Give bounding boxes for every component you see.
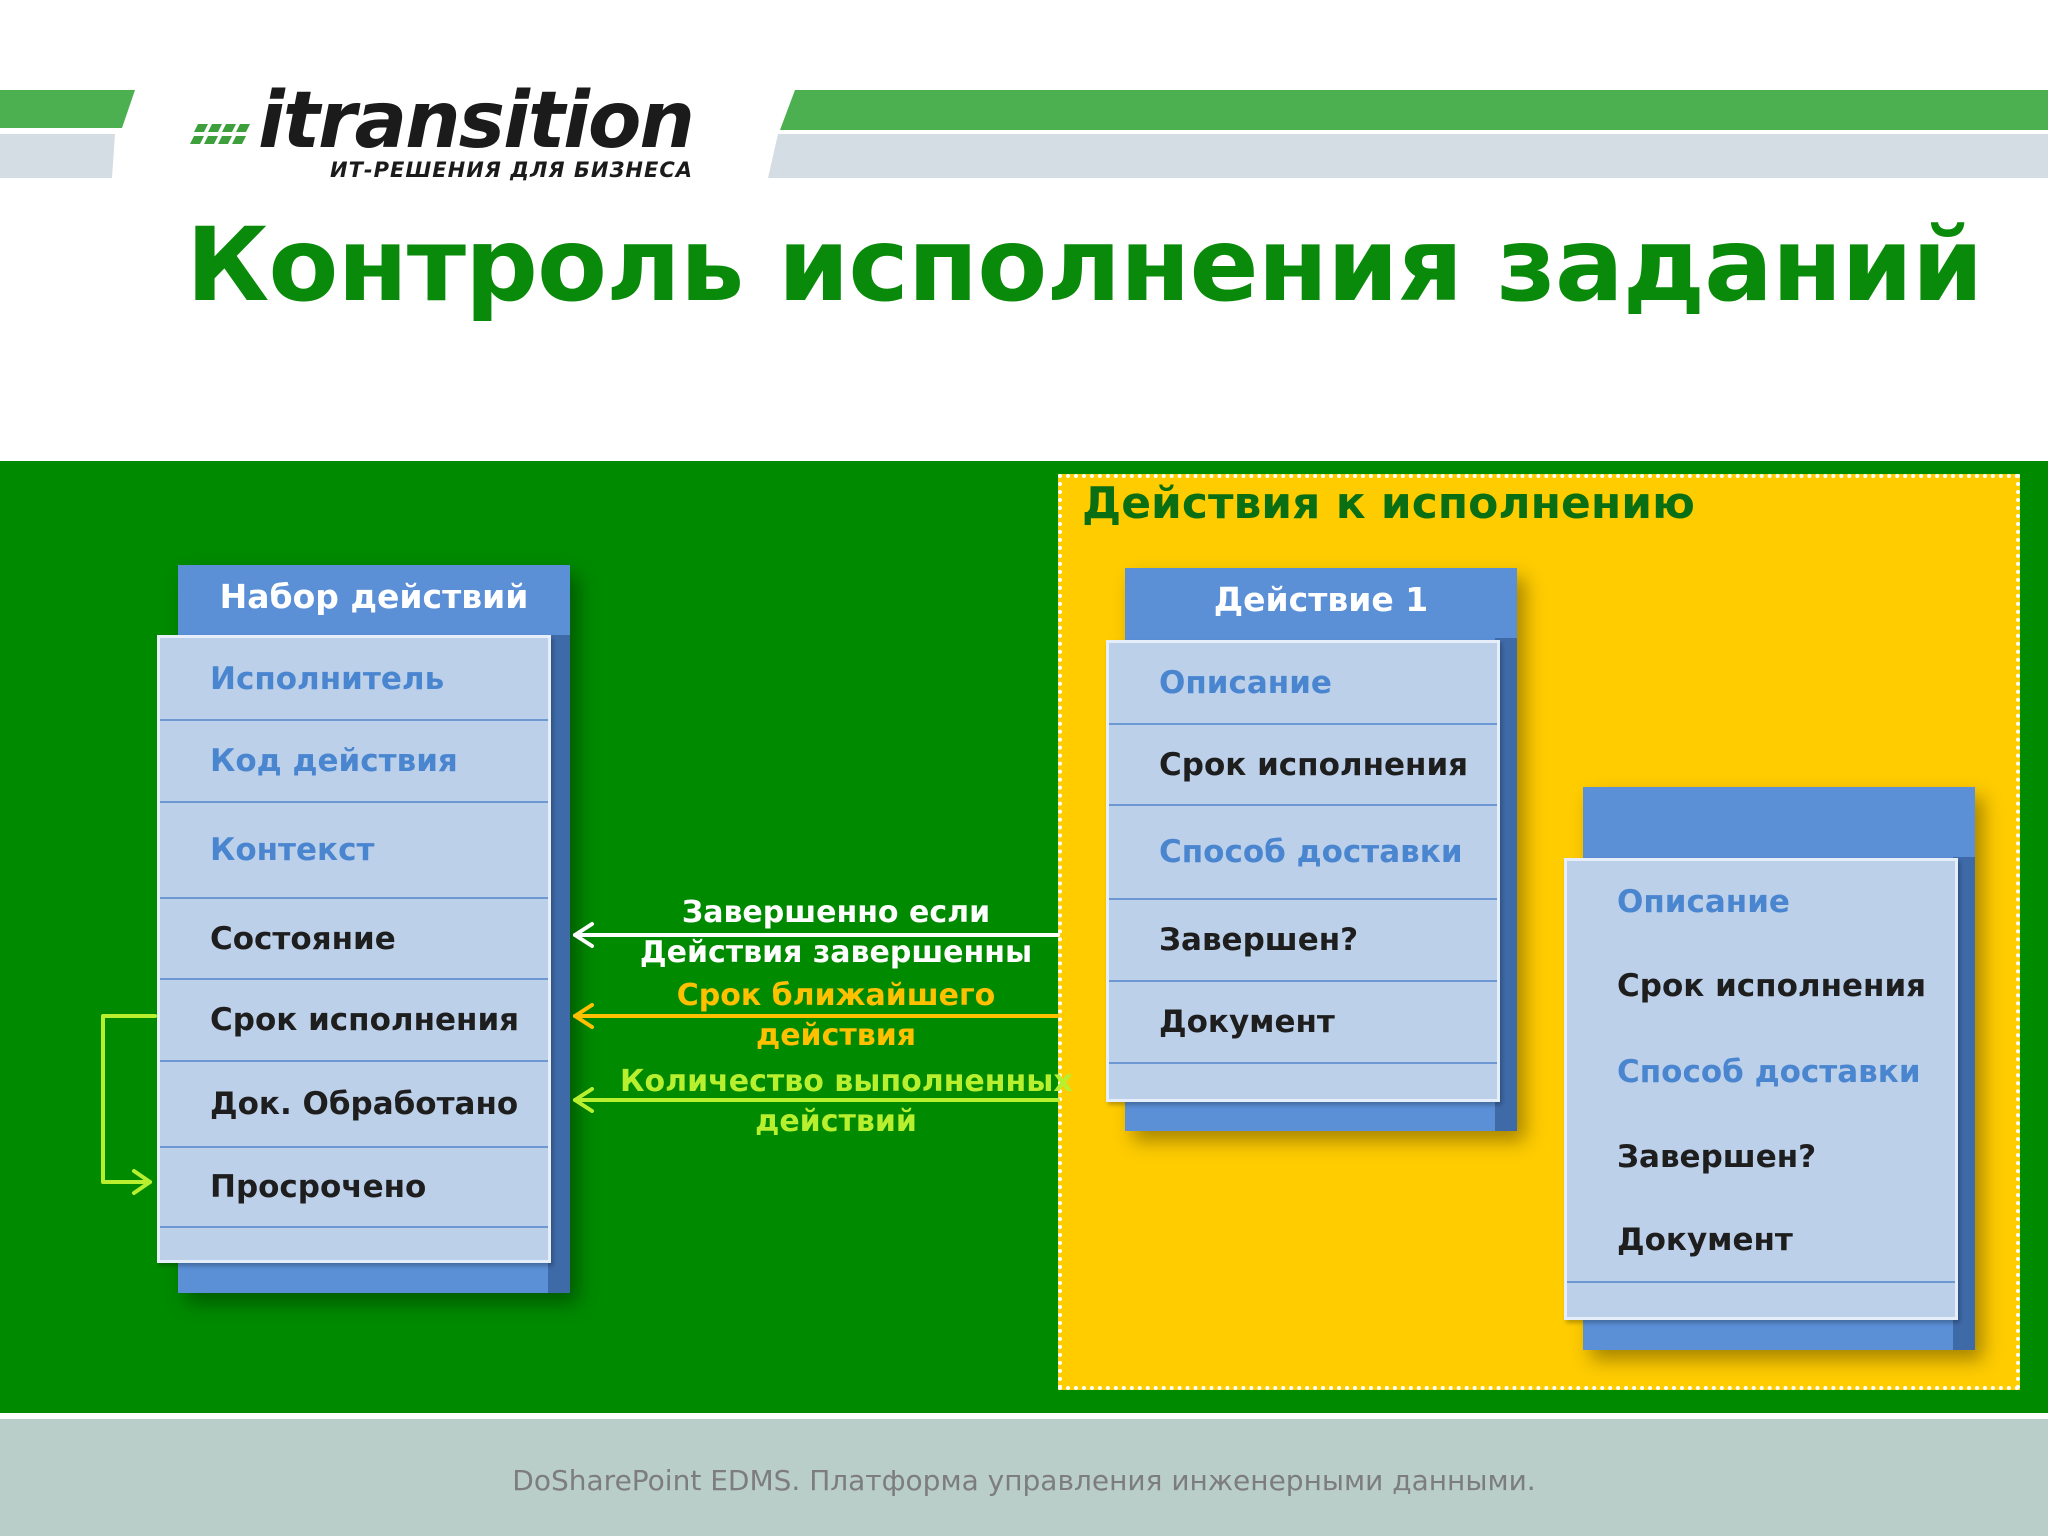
loop-arrow-line [101,1014,157,1184]
label-nearest-deadline-line1: Срок ближайшего [676,978,996,1013]
footer-bar [0,1419,2048,1536]
label-nearest-deadline-line2: действия [755,1018,917,1053]
field-overdue: Просрочено [160,1148,548,1228]
logo-mark-icon [190,124,250,144]
action1-field-document: Документ [1109,982,1497,1064]
action-set-fields: Исполнитель Код действия Контекст Состоя… [157,635,551,1263]
action2-field-description: Описание [1617,884,1790,920]
action2-field-delivery: Способ доставки [1617,1053,1921,1090]
field-doc-processed: Док. Обработано [160,1062,548,1148]
field-state: Состояние [160,899,548,980]
footer-divider [0,1413,2048,1419]
label-completed-if-line1: Завершенно если [681,895,991,930]
action1-field-delivery: Способ доставки [1109,806,1497,900]
action1-field-deadline: Срок исполнения [1109,725,1497,806]
label-completed-if: Завершенно если Действия завершенны [620,893,1052,973]
field-deadline: Срок исполнения [160,980,548,1062]
logo-tagline: ИТ-РЕШЕНИЯ ДЛЯ БИЗНЕСА [330,158,693,182]
loop-arrow-head [132,1169,152,1195]
action-set-header: Набор действий [219,577,529,616]
label-done-count-line2: действий [755,1104,917,1139]
action1-field-description: Описание [1109,643,1497,725]
action2-field-document: Документ [1567,1199,1955,1283]
action1-header: Действие 1 [1213,580,1429,619]
field-action-code: Код действия [160,721,548,803]
label-done-count-line1: Количество выполненных [620,1064,1073,1099]
arrow-done-count-head [573,1087,594,1113]
footer-text: DoSharePoint EDMS. Платформа управления … [512,1464,1536,1497]
label-done-count: Количество выполненных действий [620,1062,1073,1142]
label-completed-if-line2: Действия завершенны [639,935,1033,970]
action2-field-deadline: Срок исполнения [1617,968,1927,1004]
label-nearest-deadline: Срок ближайшего действия [620,976,1052,1056]
header-stripes [0,90,2048,178]
field-context: Контекст [160,803,548,899]
action2-fields: Описание Срок исполнения Способ доставки… [1564,858,1958,1320]
logo-brand: itransition [258,76,695,166]
arrow-completed-head [573,922,594,948]
field-executor: Исполнитель [160,638,548,721]
action1-field-completed: Завершен? [1109,900,1497,982]
actions-area-title: Действия к исполнению [1082,478,1695,529]
company-logo: itransition ИТ-РЕШЕНИЯ ДЛЯ БИЗНЕСА [190,82,710,188]
action1-fields: Описание Срок исполнения Способ доставки… [1106,640,1500,1102]
arrow-nearest-deadline-head [573,1003,594,1029]
action2-field-completed: Завершен? [1617,1138,1817,1175]
slide-title: Контроль исполнения заданий [186,206,1983,325]
